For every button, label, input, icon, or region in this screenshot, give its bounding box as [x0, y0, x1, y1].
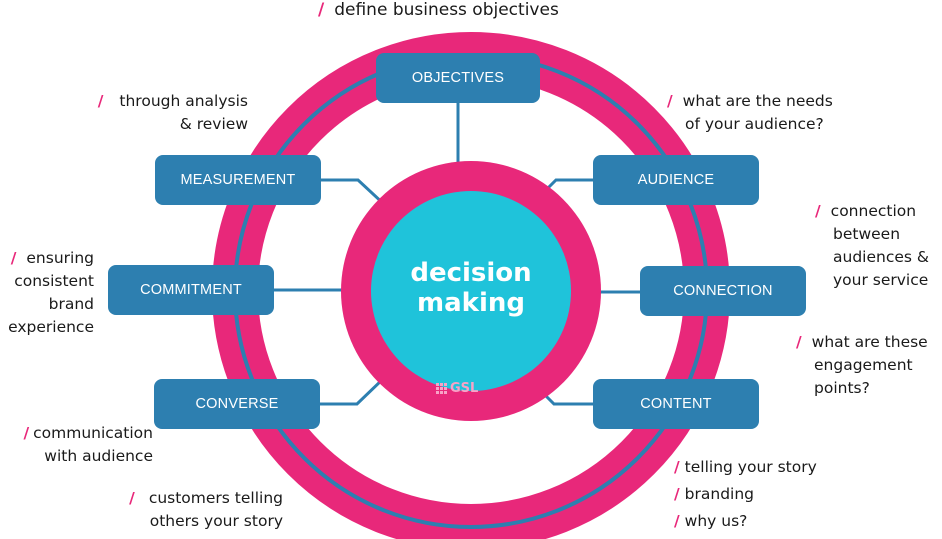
node-content[interactable]: CONTENT: [593, 379, 759, 429]
note-line: through analysis: [119, 92, 248, 110]
note-content: /telling your story /branding /why us?: [674, 454, 817, 535]
note-connection-2: / what are these engagement points?: [796, 331, 928, 400]
center-title: decision making: [371, 258, 571, 318]
logo-grid-icon: [436, 382, 447, 394]
note-measurement: / through analysis & review: [82, 90, 248, 136]
note-connection-1: / connection between audiences & your ser…: [815, 200, 929, 292]
note-line: telling your story: [684, 458, 817, 476]
node-connection[interactable]: CONNECTION: [640, 266, 806, 316]
note-line: branding: [684, 485, 755, 503]
note-line: consistent: [14, 272, 94, 290]
note-converse-2: / customers telling others your story: [100, 487, 283, 533]
note-line: audiences &: [833, 248, 929, 266]
note-line: others your story: [149, 512, 283, 530]
note-converse-1: /communication with audience: [0, 422, 153, 468]
connector-measurement: [321, 178, 388, 208]
node-connection-label: CONNECTION: [673, 283, 773, 299]
note-line: customers telling: [148, 489, 283, 507]
note-line: brand: [48, 295, 94, 313]
connector-converse: [320, 376, 386, 406]
node-objectives[interactable]: OBJECTIVES: [376, 53, 540, 103]
gsl-logo: GSL: [436, 380, 486, 396]
note-line: ensuring: [26, 249, 94, 267]
note-line: between: [833, 225, 901, 243]
logo-text: GSL: [450, 380, 479, 396]
note-line: with audience: [44, 447, 153, 465]
node-measurement[interactable]: MEASUREMENT: [155, 155, 321, 205]
node-content-label: CONTENT: [640, 396, 712, 412]
slash-icon: /: [97, 92, 104, 110]
note-line: of your audience?: [685, 115, 824, 133]
note-line: communication: [33, 424, 153, 442]
note-line: your service: [833, 271, 929, 289]
node-commitment[interactable]: COMMITMENT: [108, 265, 274, 315]
note-objectives: / define business objectives: [318, 0, 559, 22]
node-audience[interactable]: AUDIENCE: [593, 155, 759, 205]
node-commitment-label: COMMITMENT: [140, 282, 242, 298]
note-line: & review: [179, 115, 248, 133]
slash-icon: /: [23, 424, 30, 442]
note-commitment: / ensuring consistent brand experience: [0, 247, 94, 339]
node-audience-label: AUDIENCE: [637, 172, 715, 188]
slash-icon: /: [674, 512, 680, 530]
note-line: what are the needs: [682, 92, 833, 110]
center-core: [371, 191, 571, 391]
slash-icon: /: [674, 458, 680, 476]
note-line: why us?: [684, 512, 748, 530]
node-converse-label: CONVERSE: [195, 396, 279, 412]
slash-icon: /: [129, 489, 135, 507]
center-title-line1: decision: [410, 258, 532, 288]
note-audience: / what are the needs of your audience?: [667, 90, 833, 136]
note-line: define business objectives: [334, 0, 559, 20]
node-converse[interactable]: CONVERSE: [154, 379, 320, 429]
center-title-line2: making: [417, 288, 525, 318]
note-line: connection: [830, 202, 917, 220]
note-line: experience: [8, 318, 94, 336]
slash-icon: /: [796, 333, 802, 351]
note-line: points?: [814, 379, 870, 397]
slash-icon: /: [674, 485, 680, 503]
node-objectives-label: OBJECTIVES: [411, 70, 505, 86]
slash-icon: /: [667, 92, 673, 110]
slash-icon: /: [318, 0, 325, 20]
note-line: what are these: [811, 333, 928, 351]
node-measurement-label: MEASUREMENT: [180, 172, 296, 188]
note-line: engagement: [814, 356, 913, 374]
slash-icon: /: [815, 202, 821, 220]
slash-icon: /: [10, 249, 17, 267]
